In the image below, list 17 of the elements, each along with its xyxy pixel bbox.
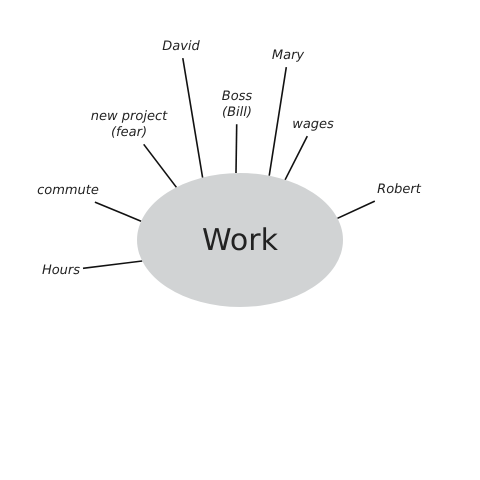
connector-line	[284, 136, 308, 180]
branch-label: wages	[292, 116, 334, 134]
connector-line	[337, 200, 376, 220]
branch-label: Hours	[42, 262, 80, 280]
connector-line	[182, 58, 204, 178]
connector-line	[82, 260, 142, 270]
branch-label: commute	[37, 182, 99, 200]
connector-line	[268, 66, 288, 176]
connector-line	[143, 144, 178, 188]
topic-label: Work	[202, 222, 278, 258]
branch-label: new project (fear)	[74, 108, 184, 142]
branch-label: Robert	[377, 182, 421, 198]
connector-line	[235, 124, 238, 174]
connector-line	[94, 201, 142, 222]
branch-label: Boss (Bill)	[212, 88, 262, 122]
branch-label: David	[162, 38, 200, 56]
branch-label: Mary	[272, 48, 304, 64]
